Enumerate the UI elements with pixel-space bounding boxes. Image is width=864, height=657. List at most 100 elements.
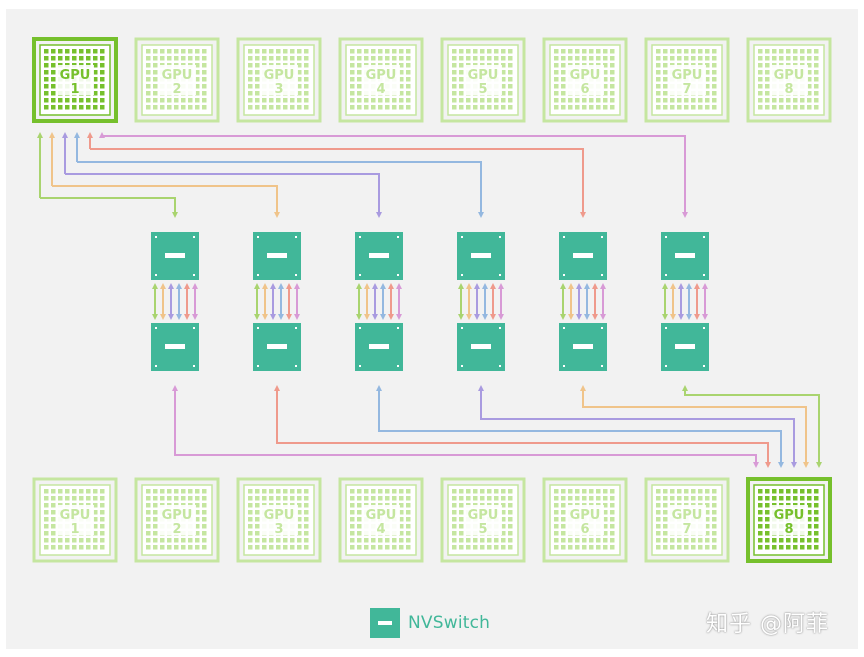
gpu-grid-cell xyxy=(153,538,158,543)
gpu-grid-cell xyxy=(51,531,56,536)
gpu-grid-cell xyxy=(596,489,601,494)
gpu-grid-cell xyxy=(146,524,151,529)
gpu-grid-cell xyxy=(705,49,710,54)
gpu-grid-cell xyxy=(508,91,513,96)
gpu-grid-cell xyxy=(466,538,471,543)
gpu-grid-cell xyxy=(508,56,513,61)
gpu-grid-cell xyxy=(712,56,717,61)
gpu-grid-cell xyxy=(406,545,411,550)
gpu-grid-cell xyxy=(452,49,457,54)
gpu-grid-cell xyxy=(174,545,179,550)
gpu-label-bg xyxy=(56,505,94,535)
gpu-grid-cell xyxy=(814,49,819,54)
gpu-grid-cell xyxy=(371,538,376,543)
gpu-grid-cell xyxy=(610,91,615,96)
gpu-grid-cell xyxy=(297,510,302,515)
nvswitch-pin xyxy=(499,327,501,329)
nvswitch-pin xyxy=(499,274,501,276)
gpu-grid-cell xyxy=(807,63,812,68)
gpu-grid-cell xyxy=(684,489,689,494)
gpu-grid-cell xyxy=(684,98,689,103)
gpu-grid-cell xyxy=(452,91,457,96)
gpu-grid-cell xyxy=(582,98,587,103)
gpu-grid-cell xyxy=(44,489,49,494)
gpu-outer-frame xyxy=(746,37,832,123)
gpu-grid-cell xyxy=(269,545,274,550)
gpu-grid-cell xyxy=(705,77,710,82)
gpu-grid-cell xyxy=(269,489,274,494)
gpu-label-bg xyxy=(56,65,94,95)
gpu-grid-cell xyxy=(800,56,805,61)
gpu-grid-cell xyxy=(596,105,601,110)
gpu-grid-cell xyxy=(568,49,573,54)
gpu-grid-cell xyxy=(663,531,668,536)
gpu-grid-cell xyxy=(93,496,98,501)
gpu-grid-cell xyxy=(508,531,513,536)
gpu-grid-cell xyxy=(51,63,56,68)
gpu-grid-cell xyxy=(656,105,661,110)
gpu-grid-cell xyxy=(72,538,77,543)
gpu-grid-cell xyxy=(568,105,573,110)
gpu-grid-cell xyxy=(392,98,397,103)
top-link-3 xyxy=(65,173,382,218)
gpu-grid-cell xyxy=(670,538,675,543)
gpu-grid-cell xyxy=(554,105,559,110)
gpu-grid-cell xyxy=(561,84,566,89)
gpu-grid-cell xyxy=(712,70,717,75)
gpu-grid-cell xyxy=(100,524,105,529)
gpu-label-bg xyxy=(770,505,808,535)
gpu-grid-cell xyxy=(589,56,594,61)
gpu-grid-cell xyxy=(93,503,98,508)
gpu-grid-cell xyxy=(58,56,63,61)
top-link-4 xyxy=(77,161,484,218)
gpu-grid-cell xyxy=(712,517,717,522)
gpu-grid-cell xyxy=(195,538,200,543)
gpu-grid-cell xyxy=(290,489,295,494)
gpu-grid-cell xyxy=(501,91,506,96)
gpu-grid-cell xyxy=(480,98,485,103)
gpu-grid-cell xyxy=(100,517,105,522)
gpu-grid-cell xyxy=(459,63,464,68)
gpu-grid-cell xyxy=(656,496,661,501)
gpu-grid-cell xyxy=(79,489,84,494)
gpu-grid-cell xyxy=(561,49,566,54)
gpu-grid-cell xyxy=(765,84,770,89)
gpu-grid-cell xyxy=(160,105,165,110)
gpu-grid-cell xyxy=(807,91,812,96)
nvswitch-pin xyxy=(155,365,157,367)
gpu-grid-cell xyxy=(392,496,397,501)
gpu-grid-cell xyxy=(269,56,274,61)
nvswitch-pin xyxy=(397,327,399,329)
gpu-grid-cell xyxy=(65,538,70,543)
nvswitch-4-bottom xyxy=(457,323,505,371)
gpu-label-bg xyxy=(464,65,502,95)
gpu-grid-cell xyxy=(58,49,63,54)
gpu-grid-cell xyxy=(779,56,784,61)
gpu-grid-cell xyxy=(698,105,703,110)
gpu-grid-cell xyxy=(691,56,696,61)
gpu-label: GPU xyxy=(672,508,703,523)
gpu-grid-cell xyxy=(772,489,777,494)
gpu-grid-cell xyxy=(262,49,267,54)
gpu-number: 1 xyxy=(70,82,79,97)
gpu-grid-cell xyxy=(146,63,151,68)
gpu-grid-cell xyxy=(399,524,404,529)
gpu-grid-cell xyxy=(357,105,362,110)
gpu-grid-cell xyxy=(72,496,77,501)
gpu-grid-cell xyxy=(364,56,369,61)
gpu-grid-cell xyxy=(160,49,165,54)
gpu-grid-cell xyxy=(554,510,559,515)
gpu-grid-cell xyxy=(807,84,812,89)
gpu-grid-cell xyxy=(568,496,573,501)
gpu-grid-cell xyxy=(663,49,668,54)
gpu-grid-cell xyxy=(487,49,492,54)
gpu-grid-cell xyxy=(473,56,478,61)
gpu-grid-cell xyxy=(779,489,784,494)
gpu-grid-cell xyxy=(248,49,253,54)
gpu-grid-cell xyxy=(487,545,492,550)
gpu-grid-cell xyxy=(297,70,302,75)
gpu-label: GPU xyxy=(60,508,91,523)
gpu-grid-cell xyxy=(385,538,390,543)
gpu-grid-cell xyxy=(698,489,703,494)
